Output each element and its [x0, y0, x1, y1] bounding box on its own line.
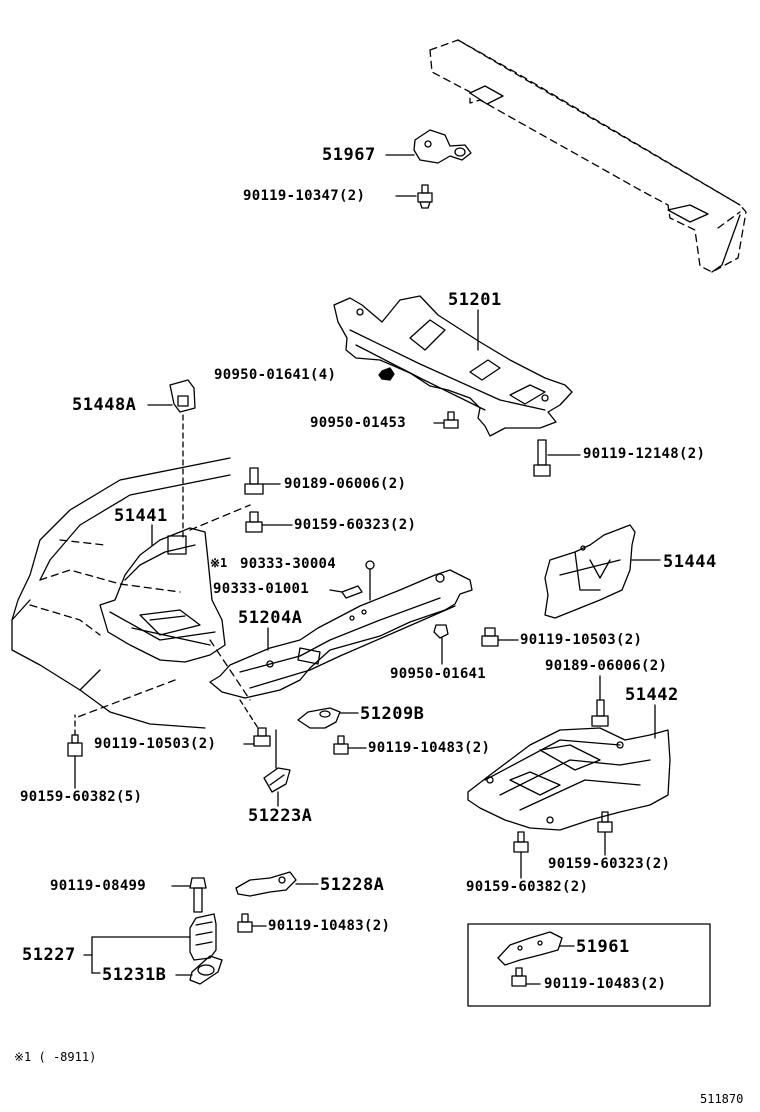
- nut-icon: [433, 624, 449, 639]
- plug-icon: [341, 585, 363, 599]
- bolt-icon: [443, 411, 459, 429]
- bumper-solid-edges: [469, 85, 741, 273]
- bolt-icon: [237, 913, 253, 933]
- bolt-icon: [245, 511, 263, 533]
- part-label-90119-10503-a: 90119-10503(2): [520, 632, 643, 648]
- crossmember-51201: [333, 295, 573, 437]
- bolt-icon: [597, 811, 613, 833]
- footnote: ※1 ( -8911): [14, 1050, 97, 1064]
- part-label-51231B: 51231B: [102, 965, 167, 985]
- footnote-mark: ※1: [210, 556, 228, 570]
- part-label-90950-01641-4: 90950-01641(4): [214, 367, 337, 383]
- bracket-51209B: [297, 707, 341, 729]
- bushing-51231B: [189, 955, 223, 985]
- part-label-51448A: 51448A: [72, 395, 137, 415]
- bolt-icon: [244, 467, 264, 495]
- part-label-90119-08499: 90119-08499: [50, 878, 147, 894]
- bolt-icon: [253, 727, 271, 747]
- part-label-90950-01641: 90950-01641: [390, 666, 487, 682]
- part-label-90159-60323-b: 90159-60323(2): [548, 856, 671, 872]
- side-cover-51444: [544, 524, 636, 619]
- clip-icon: [365, 560, 375, 570]
- bracket-51448A: [169, 379, 196, 413]
- bumper-outline: [429, 39, 747, 273]
- bracket-51961: [497, 931, 563, 966]
- part-label-51209B: 51209B: [360, 704, 425, 724]
- part-label-51967: 51967: [322, 145, 376, 165]
- part-label-90119-10503-b: 90119-10503(2): [94, 736, 217, 752]
- bolt-icon: [417, 184, 433, 209]
- part-label-51223A: 51223A: [248, 806, 313, 826]
- undercover-51441: [99, 527, 226, 663]
- bolt-icon: [189, 877, 207, 913]
- part-label-90333-01001: 90333-01001: [213, 581, 310, 597]
- body-dashed-lines: [29, 504, 251, 719]
- bolt-icon: [511, 967, 527, 987]
- bolt-icon: [67, 734, 83, 757]
- part-label-51961: 51961: [576, 937, 630, 957]
- bolt-icon: [333, 735, 349, 755]
- part-label-90159-60323-a: 90159-60323(2): [294, 517, 417, 533]
- part-label-90189-06006-a: 90189-06006(2): [284, 476, 407, 492]
- part-label-51204A: 51204A: [238, 608, 303, 628]
- part-label-51441: 51441: [114, 506, 168, 526]
- bracket-51228A: [235, 871, 297, 897]
- bracket-lines-51227: [83, 936, 191, 974]
- bracket-51967: [413, 129, 472, 164]
- part-label-51444: 51444: [663, 552, 717, 572]
- part-label-90119-10483-c: 90119-10483(2): [544, 976, 667, 992]
- part-label-90159-60382-2: 90159-60382(2): [466, 879, 589, 895]
- part-label-51227: 51227: [22, 945, 76, 965]
- part-label-90119-10483-b: 90119-10483(2): [268, 918, 391, 934]
- part-label-51442: 51442: [625, 685, 679, 705]
- part-label-90119-10347: 90119-10347(2): [243, 188, 366, 204]
- part-label-90119-10483-a: 90119-10483(2): [368, 740, 491, 756]
- brace-51204A: [209, 569, 473, 699]
- inset-box: [467, 923, 711, 1007]
- part-label-90159-60382-5: 90159-60382(5): [20, 789, 143, 805]
- bolt-icon: [533, 439, 551, 477]
- part-label-90333-30004: 90333-30004: [240, 556, 337, 572]
- mudguard-51227: [189, 913, 217, 961]
- bolt-icon: [513, 831, 529, 853]
- part-label-51201: 51201: [448, 290, 502, 310]
- nut-icon: [378, 367, 395, 381]
- dashed-leader: [239, 699, 259, 729]
- undercover-51442: [467, 727, 671, 831]
- part-label-51228A: 51228A: [320, 875, 385, 895]
- part-label-90189-06006-b: 90189-06006(2): [545, 658, 668, 674]
- part-label-90119-12148: 90119-12148(2): [583, 446, 706, 462]
- bolt-icon: [481, 627, 499, 647]
- leader-90333-01001: [329, 589, 343, 593]
- pad-51223A: [263, 767, 291, 793]
- bolt-icon: [591, 699, 609, 727]
- vehicle-body-outline: [11, 457, 231, 729]
- diagram-id: 511870: [700, 1092, 744, 1106]
- part-label-90950-01453: 90950-01453: [310, 415, 407, 431]
